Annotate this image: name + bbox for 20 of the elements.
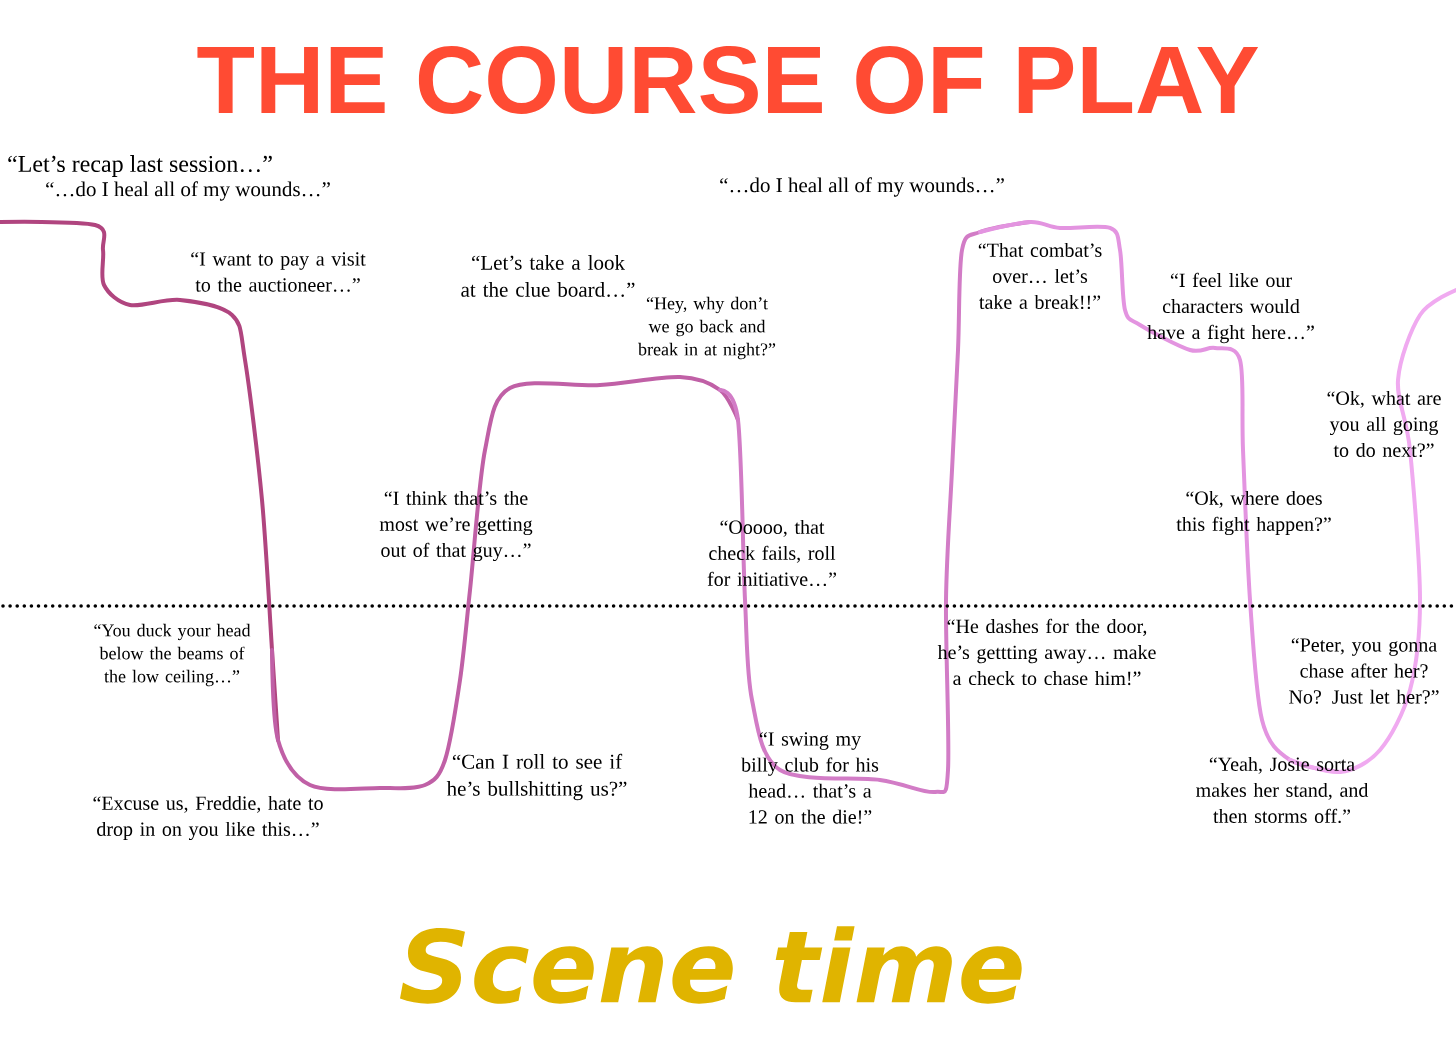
quote-text: “Peter, you gonna chase after her? No? Just let her?” xyxy=(1289,638,1439,704)
quote-text: “That combat’s over… let’s take a break!!” xyxy=(978,242,1102,310)
quote-text: “I feel like our characters would have a fight here…” xyxy=(1147,272,1314,344)
quote-text: “Hey, why don’t we go back and break in at night?” xyxy=(638,296,776,360)
quote-text: “I swing my billy club for his head… that’s a 12 on the die!” xyxy=(741,732,879,824)
quote-text: “Yeah, Josie sorta makes her stand, and then storms off.” xyxy=(1196,756,1369,824)
quote-text: “…do I heal all of my wounds…” xyxy=(46,181,330,201)
quote-text: “He dashes for the door, he’s gettting away… make a check to chase him!” xyxy=(937,618,1156,686)
quote-text: “Ooooo, that check fails, roll for initiative…” xyxy=(707,519,837,587)
quote-text: “Excuse us, Freddie, hate to drop in on you like this…” xyxy=(93,795,323,841)
title: THE COURSE OF PLAY xyxy=(197,46,1259,114)
quote-text: “You duck your head below the beams of the low ceiling…” xyxy=(94,623,251,687)
quote-text: “Can I roll to see if he’s bullshitting us?” xyxy=(446,753,627,801)
quote-text: “Let’s recap last session…” xyxy=(8,155,272,177)
quote-text: “Ok, where does this fight happen?” xyxy=(1176,490,1331,536)
quote-text: “I want to pay a visit to the auctioneer…” xyxy=(191,252,366,292)
quote-text: “Let’s take a look at the clue board…” xyxy=(461,255,635,297)
banner-text: Scene time xyxy=(400,926,1022,1004)
quote-text: “…do I heal all of my wounds…” xyxy=(720,177,1004,197)
quote-text: “Ok, what are you all going to do next?” xyxy=(1327,390,1441,458)
